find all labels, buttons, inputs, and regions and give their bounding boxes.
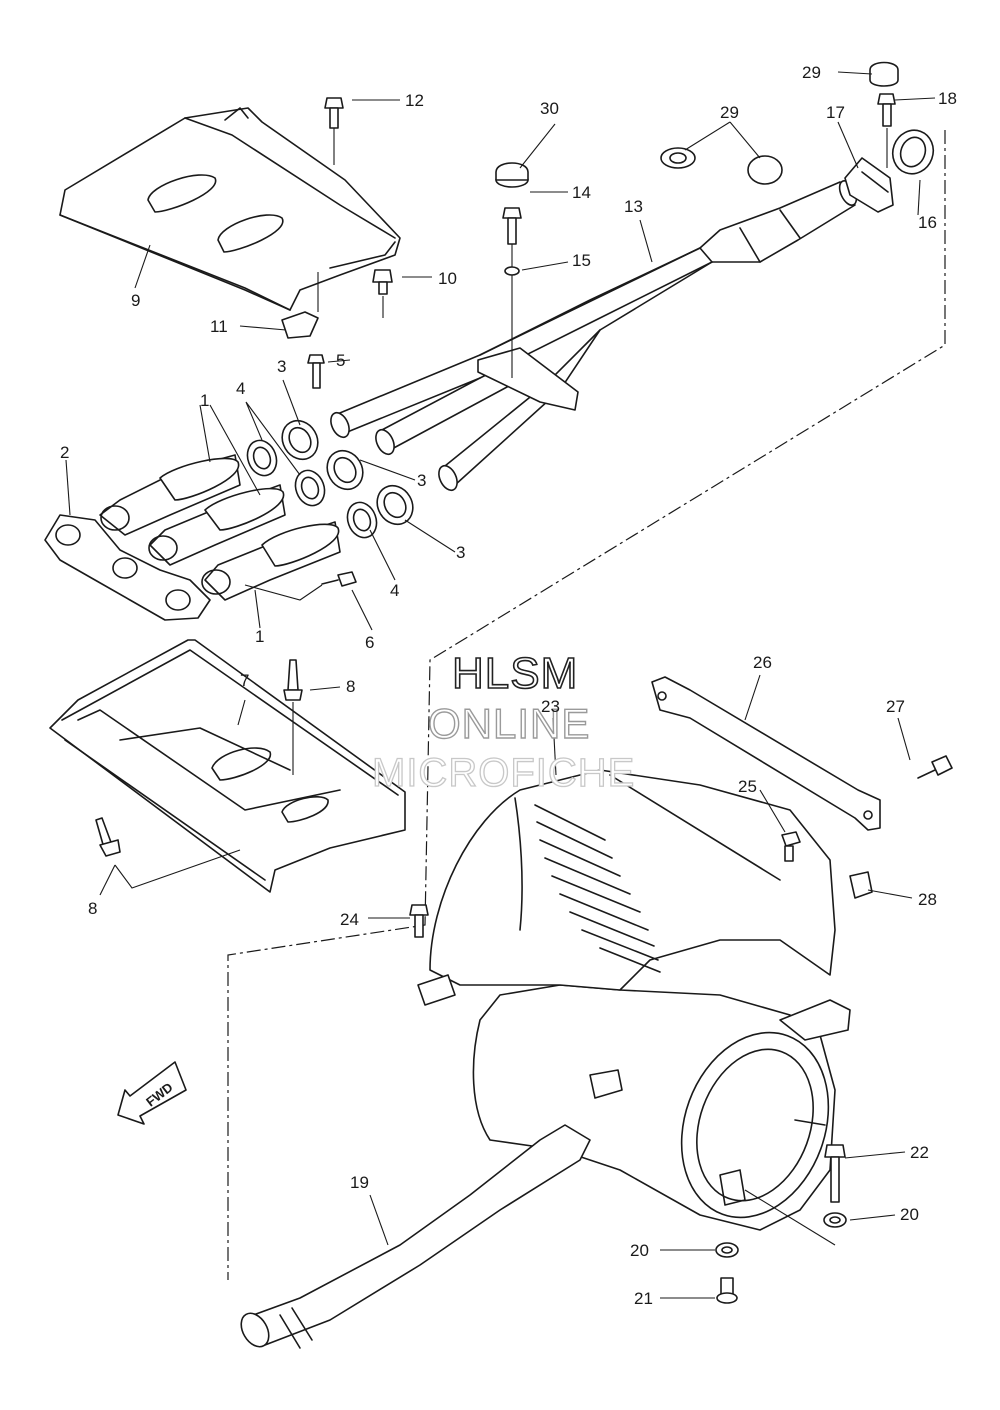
exhaust-pipe-assembly bbox=[330, 180, 858, 492]
callout-22: 22 bbox=[910, 1143, 929, 1162]
callout-20-left: 20 bbox=[630, 1241, 649, 1260]
callout-21: 21 bbox=[634, 1289, 653, 1308]
callout-4-bottom: 4 bbox=[390, 581, 399, 600]
assembly-boundary-line bbox=[227, 130, 946, 1280]
callout-3-top: 3 bbox=[277, 357, 286, 376]
bracket-nut bbox=[849, 871, 873, 899]
callout-8-bottom: 8 bbox=[88, 899, 97, 918]
bracket bbox=[281, 311, 319, 339]
mount-bolt bbox=[502, 207, 522, 245]
callout-20-right: 20 bbox=[900, 1205, 919, 1224]
callout-3-bottom: 3 bbox=[456, 543, 465, 562]
callout-17: 17 bbox=[826, 103, 845, 122]
grommet bbox=[660, 147, 696, 169]
gasket-ring bbox=[246, 439, 378, 539]
muffler-bracket bbox=[651, 676, 881, 831]
callout-5: 5 bbox=[336, 351, 345, 370]
callout-1-bottom: 1 bbox=[255, 627, 264, 646]
muffler-assembly bbox=[417, 769, 851, 1231]
pipe-clamp bbox=[281, 419, 414, 526]
manifold-stud-bolt bbox=[321, 571, 357, 587]
callout-leaders bbox=[65, 71, 936, 1299]
callout-15: 15 bbox=[572, 251, 591, 270]
callout-16: 16 bbox=[918, 213, 937, 232]
flange-bolt bbox=[372, 269, 393, 318]
muffler-bolt-left bbox=[409, 904, 429, 938]
callout-30: 30 bbox=[540, 99, 559, 118]
rubber-cap bbox=[495, 162, 529, 188]
callout-29-middle: 29 bbox=[720, 103, 739, 122]
callout-1-top: 1 bbox=[200, 391, 209, 410]
bolt bbox=[324, 97, 344, 165]
callout-27: 27 bbox=[886, 697, 905, 716]
clamp-bolt bbox=[877, 93, 896, 168]
callout-28: 28 bbox=[918, 890, 937, 909]
callout-29-top: 29 bbox=[802, 63, 821, 82]
lower-heat-protector bbox=[49, 639, 406, 893]
grommet-top bbox=[869, 61, 899, 87]
collar bbox=[823, 1212, 847, 1228]
callout-26: 26 bbox=[753, 653, 772, 672]
exhaust-gasket bbox=[891, 129, 935, 175]
callout-24: 24 bbox=[340, 910, 359, 929]
watermark: HLSM ONLINE 23 MICROFICHE bbox=[371, 648, 635, 795]
damper-stud bbox=[716, 1277, 738, 1304]
callout-19: 19 bbox=[350, 1173, 369, 1192]
bracket-bolt bbox=[917, 755, 953, 779]
exhaust-gasket-flange bbox=[44, 514, 211, 621]
callout-9: 9 bbox=[131, 291, 140, 310]
callout-4-top: 4 bbox=[236, 379, 245, 398]
callout-numbers: 12 9 10 11 30 14 15 13 29 17 18 29 16 5 … bbox=[60, 63, 957, 1308]
callout-13: 13 bbox=[624, 197, 643, 216]
forward-direction-arrow: FWD bbox=[117, 1061, 187, 1125]
upper-heat-protector bbox=[59, 107, 401, 311]
clamp-bolt-small bbox=[307, 354, 325, 389]
watermark-line-3: MICROFICHE bbox=[372, 751, 635, 795]
watermark-line-2: ONLINE bbox=[428, 700, 590, 747]
callout-8-top: 8 bbox=[346, 677, 355, 696]
collar-lower bbox=[715, 1242, 739, 1258]
rivet bbox=[283, 659, 303, 775]
callout-14: 14 bbox=[572, 183, 591, 202]
callout-7: 7 bbox=[240, 671, 249, 690]
callout-2: 2 bbox=[60, 443, 69, 462]
muffler-bolt bbox=[781, 831, 801, 862]
callout-12: 12 bbox=[405, 91, 424, 110]
tail-pipe bbox=[240, 1124, 591, 1349]
callout-3-middle: 3 bbox=[417, 471, 426, 490]
callout-10: 10 bbox=[438, 269, 457, 288]
muffler-mount-bolt bbox=[824, 1144, 846, 1203]
callout-6: 6 bbox=[365, 633, 374, 652]
grommet-plug bbox=[747, 155, 783, 185]
exhaust-manifold-pipes bbox=[99, 454, 341, 601]
washer bbox=[504, 266, 520, 276]
callout-11: 11 bbox=[210, 317, 228, 336]
watermark-line-1: HLSM bbox=[452, 649, 578, 698]
callout-23: 23 bbox=[541, 697, 560, 716]
pipe-clamp-bracket bbox=[844, 157, 894, 213]
rivet-lower bbox=[95, 817, 121, 857]
callout-18: 18 bbox=[938, 89, 957, 108]
callout-25: 25 bbox=[738, 777, 757, 796]
